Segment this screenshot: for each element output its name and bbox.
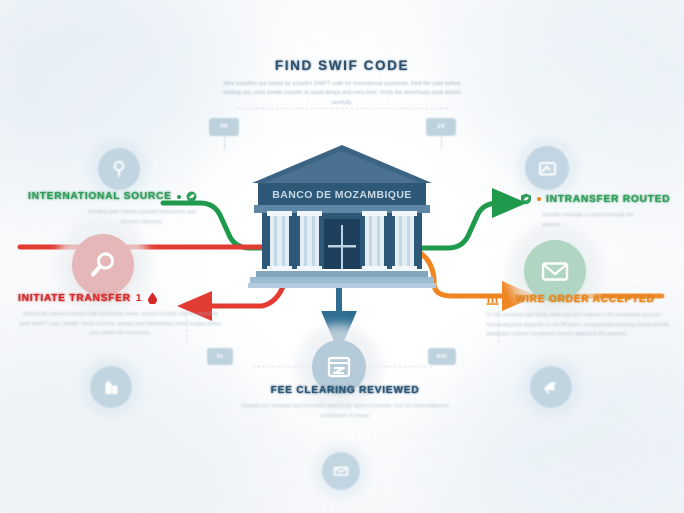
badge-chip-top-right: 24 — [426, 118, 456, 136]
step-received-marker — [537, 197, 541, 201]
envelope-small-icon — [322, 452, 360, 490]
step-order-title: WIRE ORDER ACCEPTED — [515, 293, 655, 305]
leaf-icon — [186, 191, 197, 202]
outbound-green-flow — [415, 188, 527, 251]
headline-block: FIND SWIF CODE Wire transfers are routed… — [214, 58, 470, 108]
magnifier-icon[interactable] — [56, 218, 150, 312]
badge-chip-mid-left: fx — [207, 348, 233, 365]
guide-rail-left — [186, 300, 187, 342]
step-order-body: On the receiving side funds settle and a… — [486, 313, 670, 338]
badge-chip-mid-right: eur — [428, 348, 456, 365]
drop-icon — [148, 292, 158, 304]
step-received-title: INTRANSFER ROUTED — [546, 193, 671, 205]
step-label-earning: FEE CLEARING REVIEWED Charges are review… — [238, 385, 452, 421]
bank-small-icon — [486, 293, 499, 305]
step-label-received: INTRANSFER ROUTED Transfer message is cl… — [520, 193, 680, 230]
step-earning-body: Charges are reviewed and reconciled agai… — [241, 404, 449, 419]
step-transfer-body: Submit the payment request with benefici… — [19, 312, 222, 337]
shield-leaf-icon — [521, 193, 531, 205]
bank-name-label: BANCO DE MOZAMBIQUE — [272, 189, 411, 201]
step-label-initiated: INTERNATIONAL SOURCE Sending bank collec… — [28, 191, 214, 227]
bank-building-icon: BANCO DE MOZAMBIQUE — [248, 145, 436, 288]
step-received-body: Transfer message is cleared through the … — [542, 213, 634, 228]
location-pin-icon — [98, 148, 140, 190]
step-initiated-body: Sending bank collects payment instructio… — [88, 210, 196, 225]
bank-columns — [270, 213, 414, 269]
step-label-order: 1 WIRE ORDER ACCEPTED On the receiving s… — [486, 293, 682, 340]
step-initiated-title: INTERNATIONAL SOURCE — [28, 191, 172, 202]
guide-rail-top — [236, 108, 448, 109]
envelope-icon[interactable] — [508, 224, 602, 318]
step-order-badge: 1 — [504, 293, 511, 305]
card-window-icon — [525, 146, 569, 190]
page-subtitle: Wire transfers are routed by a bank's SW… — [223, 81, 461, 106]
step-label-transfer: INITIATE TRANSFER 1 Submit the payment r… — [18, 292, 233, 339]
step-earning-title: FEE CLEARING REVIEWED — [270, 385, 420, 396]
bird-flag-icon — [530, 366, 572, 408]
page-title: FIND SWIF CODE — [274, 58, 410, 73]
chip-stem-top-right — [441, 136, 442, 150]
chip-stem-top-left — [224, 136, 225, 150]
building-icon — [90, 366, 132, 408]
document-card-icon[interactable] — [296, 324, 382, 410]
step-initiated-marker — [176, 194, 181, 199]
badge-chip-top-left: 09 — [209, 118, 239, 136]
guide-rail-right — [498, 300, 499, 342]
step-transfer-badge: 1 — [135, 292, 143, 304]
step-transfer-title: INITIATE TRANSFER — [18, 292, 131, 304]
